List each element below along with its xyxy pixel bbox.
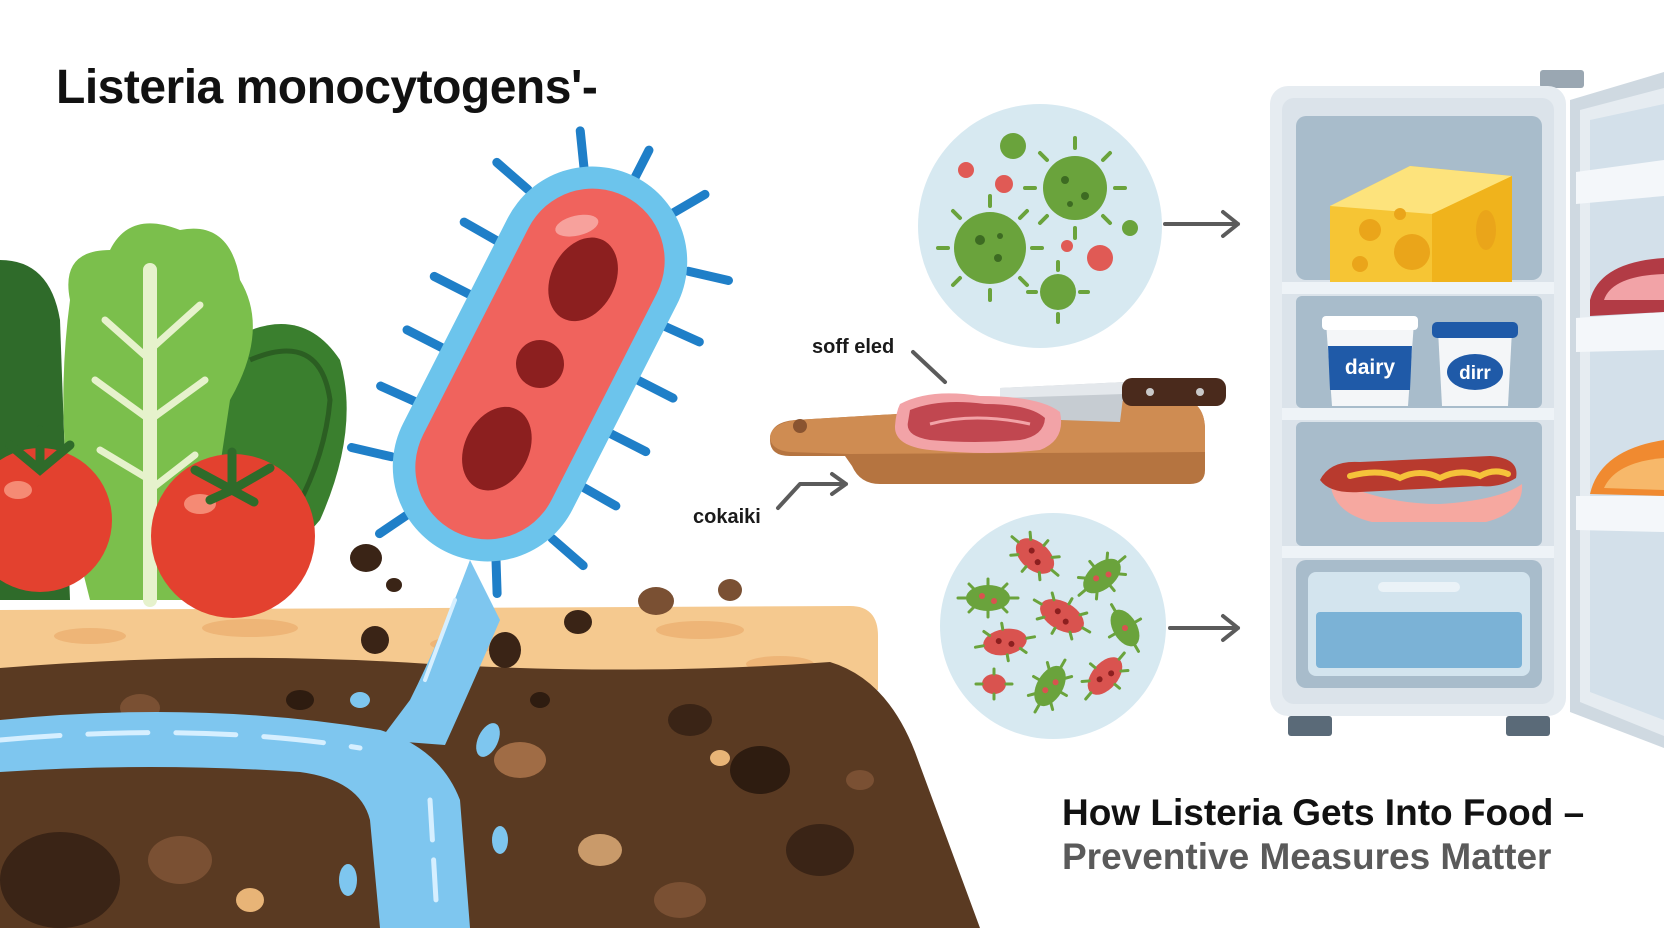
microbe-circle-top <box>918 104 1162 348</box>
cutting-board-label: soff eled <box>812 336 895 358</box>
dairy-tub-label: dairy <box>1345 356 1396 379</box>
listeria-bacterium <box>347 126 733 599</box>
arrow-from-water-label <box>776 472 848 510</box>
arrow-to-fridge-bottom <box>1168 614 1240 642</box>
caption-line-1: How Listeria Gets Into Food – <box>1062 792 1585 833</box>
microbe-circle-bottom <box>940 513 1166 739</box>
fridge: dairy dirr <box>1270 70 1664 748</box>
cutting-board <box>770 378 1226 484</box>
arrows <box>776 210 1240 642</box>
label-leader-line <box>911 350 947 384</box>
page-title: Listeria monocytogens'- <box>56 61 598 114</box>
water-arrow-label: cokaiki <box>693 506 761 528</box>
caption-line-2: Preventive Measures Matter <box>1062 836 1552 877</box>
soil-crumbs <box>350 544 742 668</box>
arrow-to-fridge-top <box>1163 210 1240 238</box>
dirr-tub-label: dirr <box>1459 363 1491 384</box>
vegetables <box>0 223 347 618</box>
water-stream <box>0 560 508 928</box>
